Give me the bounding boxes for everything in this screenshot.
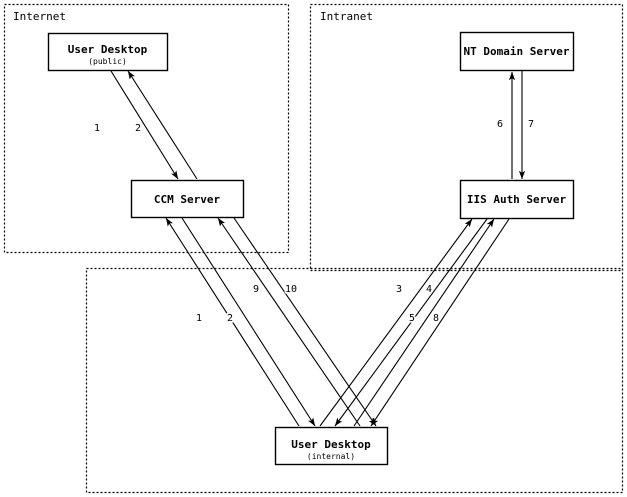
flow-step-halo-flow-8-iis-to-internal: 8 <box>433 313 439 324</box>
flow-step-halo-flow-2-ccm-to-public: 2 <box>135 123 141 134</box>
zone-internal-network <box>85 267 624 494</box>
flow-arrow-flow-4-iis-to-internal <box>334 218 488 427</box>
zone-label-internet: Internet <box>13 10 66 23</box>
node-box-nt-domain-server[interactable] <box>459 31 575 72</box>
node-iis-auth-server[interactable]: IIS Auth Server <box>459 179 575 220</box>
zone-group: Internet Intranet <box>3 3 624 494</box>
node-box-iis-auth-server[interactable] <box>459 179 575 220</box>
flow-step-label-flow-2-ccm-to-public: 2 <box>135 123 141 134</box>
node-title-user-desktop-public: User Desktop <box>68 43 148 56</box>
flow-step-halo-flow-7-nt-to-iis: 7 <box>528 119 534 130</box>
flow-step-label-flow-8-iis-to-internal: 8 <box>433 313 439 324</box>
flow-arrow-flow-1b-internal-to-ccm <box>165 217 300 427</box>
node-title-nt-domain-server: NT Domain Server <box>464 45 570 58</box>
flow-step-label-flow-1b-internal-to-ccm: 1 <box>196 313 202 324</box>
flow-step-halo-flow-5-internal-to-iis: 5 <box>409 313 415 324</box>
flow-arrow-flow-3-internal-to-iis <box>319 218 473 427</box>
flow-step-label-flow-6-iis-to-nt: 6 <box>497 119 503 130</box>
flow-arrow-flow-1-public-to-ccm <box>110 70 179 180</box>
node-nt-domain-server[interactable]: NT Domain Server <box>459 31 575 72</box>
zone-intranet: Intranet <box>309 3 624 272</box>
flow-arrow-flow-9-internal-to-ccm <box>217 217 361 427</box>
node-user-desktop-internal[interactable]: User Desktop(internal) <box>274 426 389 466</box>
node-title-iis-auth-server: IIS Auth Server <box>467 193 567 206</box>
node-title-ccm-server: CCM Server <box>154 193 221 206</box>
flow-step-halo-flow-10-ccm-to-internal: 10 <box>285 284 297 295</box>
node-box-ccm-server[interactable] <box>130 179 245 219</box>
flow-step-halo-flow-1b-internal-to-ccm: 1 <box>196 313 202 324</box>
zone-boundary-internet <box>3 3 290 254</box>
flow-step-label-flow-10-ccm-to-internal: 10 <box>285 284 297 295</box>
zone-label-intranet: Intranet <box>320 10 373 23</box>
flow-step-halo-flow-6-iis-to-nt: 6 <box>497 119 503 130</box>
node-user-desktop-public[interactable]: User Desktop(public) <box>47 32 169 72</box>
zone-boundary-internal-network <box>85 267 624 494</box>
flow-arrow-flow-8-iis-to-internal <box>370 218 510 427</box>
zone-boundary-intranet <box>309 3 624 272</box>
node-box-user-desktop-public[interactable] <box>47 32 169 72</box>
flow-arrow-flow-10-ccm-to-internal <box>233 217 377 427</box>
flow-step-label-flow-2b-ccm-to-internal: 2 <box>227 313 233 324</box>
flow-group <box>110 70 526 427</box>
flow-step-label-flow-7-nt-to-iis: 7 <box>528 119 534 130</box>
node-subtitle-user-desktop-public: (public) <box>88 57 127 66</box>
flow-arrow-flow-2-ccm-to-public <box>127 70 198 180</box>
flow-step-halo-flow-2b-ccm-to-internal: 2 <box>227 313 233 324</box>
node-box-user-desktop-internal[interactable] <box>274 426 389 466</box>
flow-step-label-flow-9-internal-to-ccm: 9 <box>253 284 259 295</box>
node-ccm-server[interactable]: CCM Server <box>130 179 245 219</box>
flow-step-halo-flow-1-public-to-ccm: 1 <box>94 123 100 134</box>
node-title-user-desktop-internal: User Desktop <box>291 438 371 451</box>
flow-step-halo-flow-3-internal-to-iis: 3 <box>396 284 402 295</box>
zone-internet: Internet <box>3 3 290 254</box>
flow-step-halo-flow-4-iis-to-internal: 4 <box>426 284 432 295</box>
flow-step-label-flow-1-public-to-ccm: 1 <box>94 123 100 134</box>
flow-arrow-flow-5-internal-to-iis <box>353 218 495 427</box>
node-subtitle-user-desktop-internal: (internal) <box>307 452 355 461</box>
flow-arrow-flow-2b-ccm-to-internal <box>181 217 316 427</box>
flow-step-label-flow-4-iis-to-internal: 4 <box>426 284 432 295</box>
flow-step-halo-flow-9-internal-to-ccm: 9 <box>253 284 259 295</box>
flow-step-label-flow-5-internal-to-iis: 5 <box>409 313 415 324</box>
flow-step-label-flow-3-internal-to-iis: 3 <box>396 284 402 295</box>
